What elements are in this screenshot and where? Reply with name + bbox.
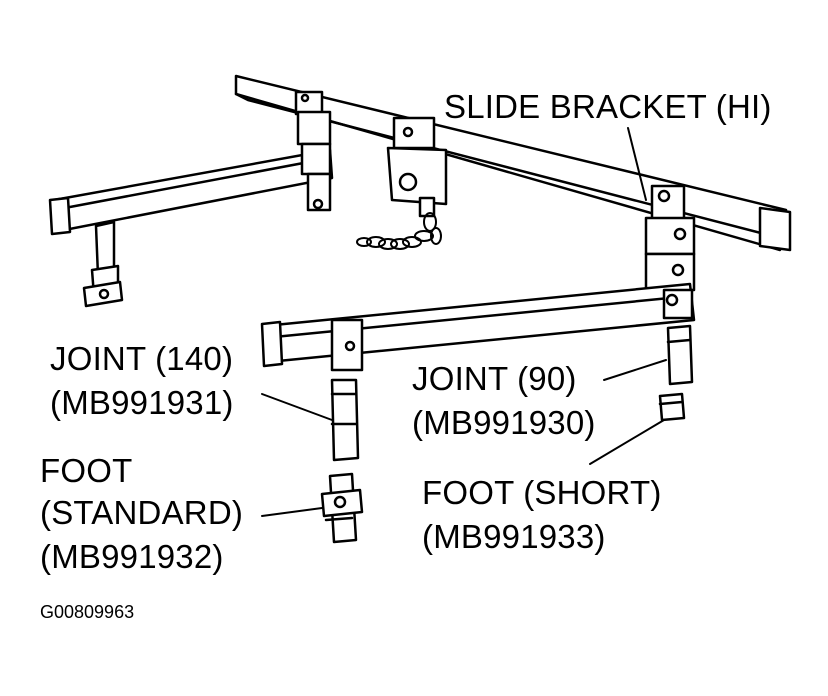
left-rear-post: [294, 90, 332, 212]
joint-90-part-number: (MB991930): [412, 404, 596, 441]
foot-standard-label-line2: (STANDARD): [40, 494, 244, 531]
chain: [356, 212, 442, 250]
left-front-leg: [82, 220, 124, 308]
joint-90-part: [666, 324, 694, 386]
joint-140-part-number: (MB991931): [50, 384, 234, 421]
foot-standard-label: FOOT: [40, 452, 133, 489]
foot-short-part: [658, 392, 686, 422]
slide-bracket-label: SLIDE BRACKET (HI): [444, 88, 772, 125]
figure-id: G00809963: [40, 602, 135, 622]
leader-slide-bracket: [627, 127, 647, 201]
leader-joint-140: [261, 393, 333, 421]
front-cross-bar: [260, 282, 696, 372]
leader-joint-90: [603, 359, 667, 381]
foot-standard-part: [320, 472, 364, 544]
left-cross-bar: [48, 148, 334, 236]
foot-standard-part-number: (MB991932): [40, 538, 224, 575]
leader-lines: [261, 127, 667, 517]
foot-short-label: FOOT (SHORT): [422, 474, 662, 511]
center-slide-plate: [386, 116, 448, 218]
joint-140-label: JOINT (140): [50, 340, 234, 377]
joint-90-label: JOINT (90): [412, 360, 577, 397]
foot-short-part-number: (MB991933): [422, 518, 606, 555]
leader-foot-standard: [261, 507, 323, 517]
joint-140-part: [330, 378, 360, 462]
leader-foot-short: [589, 419, 665, 465]
rear-rail: [234, 74, 792, 252]
